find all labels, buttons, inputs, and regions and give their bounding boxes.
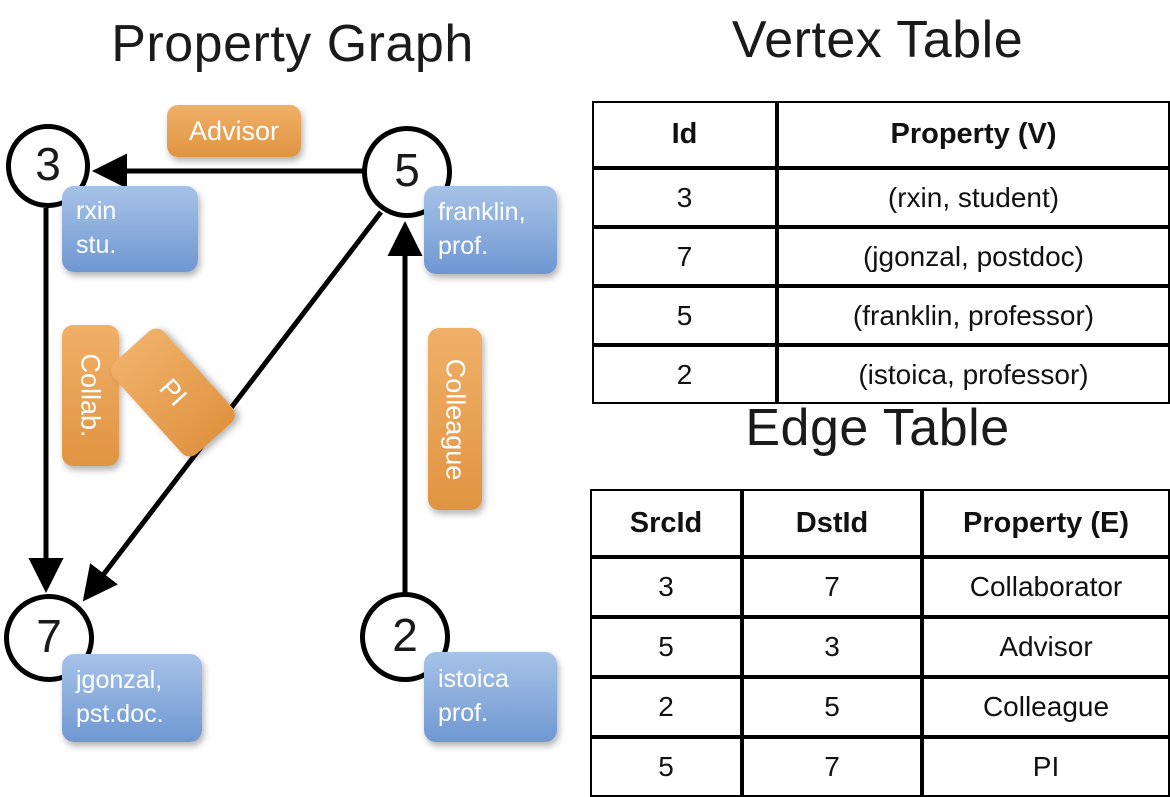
vertex-property-box-3-line1: rxin bbox=[76, 197, 117, 226]
vertex-node-2[interactable]: 2 bbox=[360, 592, 450, 682]
edge-table-cell-property: PI bbox=[922, 737, 1170, 797]
edge-table-cell-dst: 3 bbox=[742, 617, 922, 677]
page-title-property-graph: Property Graph bbox=[111, 15, 474, 73]
table-row: 7 (jgonzal, postdoc) bbox=[592, 227, 1170, 286]
vertex-table-cell-id: 2 bbox=[592, 345, 777, 404]
edge-table-cell-dst: 5 bbox=[742, 677, 922, 737]
table-row: 3 7 Collaborator bbox=[590, 557, 1170, 617]
vertex-property-box-3-line2: stu. bbox=[76, 231, 117, 259]
property-graph-diagram: Advisor Collab. PI Colleague 3 5 7 2 rxi… bbox=[0, 0, 585, 760]
vertex-table-cell-id: 3 bbox=[592, 168, 777, 227]
table-row: 5 3 Advisor bbox=[590, 617, 1170, 677]
edge-table-col-srcid: SrcId bbox=[590, 489, 742, 557]
table-row: 3 (rxin, student) bbox=[592, 168, 1170, 227]
vertex-node-5[interactable]: 5 bbox=[362, 126, 452, 218]
vertex-property-box-7[interactable]: jgonzal, pst.doc. bbox=[62, 654, 202, 742]
vertex-table-cell-property: (istoica, professor) bbox=[777, 345, 1170, 404]
vertex-table: Id Property (V) 3 (rxin, student) 7 (jgo… bbox=[592, 101, 1170, 404]
edge-table-col-dstid: DstId bbox=[742, 489, 922, 557]
edge-label-colleague[interactable]: Colleague bbox=[428, 328, 482, 510]
vertex-property-box-7-line1: jgonzal, bbox=[76, 666, 163, 695]
vertex-node-2-id: 2 bbox=[392, 609, 418, 661]
table-header-row: Id Property (V) bbox=[592, 101, 1170, 168]
edge-table: SrcId DstId Property (E) 3 7 Collaborato… bbox=[590, 489, 1170, 797]
edge-table-cell-src: 2 bbox=[590, 677, 742, 737]
edge-label-colleague-text: Colleague bbox=[440, 358, 471, 480]
vertex-table-col-id: Id bbox=[592, 101, 777, 168]
edge-label-advisor-text: Advisor bbox=[188, 115, 280, 146]
page-title-vertex-table: Vertex Table bbox=[731, 11, 1024, 69]
edge-label-collaborator-text: Collab. bbox=[76, 353, 107, 438]
vertex-table-cell-property: (franklin, professor) bbox=[777, 286, 1170, 345]
table-row: 5 (franklin, professor) bbox=[592, 286, 1170, 345]
edge-table-cell-property: Colleague bbox=[922, 677, 1170, 737]
table-row: 2 (istoica, professor) bbox=[592, 345, 1170, 404]
vertex-property-box-3[interactable]: rxin stu. bbox=[62, 186, 198, 272]
edge-label-advisor[interactable]: Advisor bbox=[167, 105, 301, 157]
vertex-table-col-property: Property (V) bbox=[777, 101, 1170, 168]
vertex-table-cell-id: 7 bbox=[592, 227, 777, 286]
vertex-node-5-id: 5 bbox=[394, 144, 420, 196]
graph-edges-svg bbox=[28, 153, 423, 602]
vertex-property-box-5[interactable]: franklin, prof. bbox=[424, 186, 557, 274]
edge-arrow-5-to-7 bbox=[82, 210, 383, 602]
vertex-table-cell-property: (rxin, student) bbox=[777, 168, 1170, 227]
edge-label-pi-text: PI bbox=[153, 372, 194, 412]
vertex-property-box-2-line2: prof. bbox=[438, 699, 489, 727]
vertex-table-cell-id: 5 bbox=[592, 286, 777, 345]
vertex-node-7-id: 7 bbox=[36, 610, 62, 662]
vertex-property-box-2-line1: istoica bbox=[438, 665, 509, 694]
edge-table-col-property: Property (E) bbox=[922, 489, 1170, 557]
vertex-property-box-2[interactable]: istoica prof. bbox=[424, 652, 557, 742]
vertex-node-3-id: 3 bbox=[35, 138, 61, 190]
edge-table-cell-src: 5 bbox=[590, 617, 742, 677]
table-row: 2 5 Colleague bbox=[590, 677, 1170, 737]
edge-table-cell-property: Collaborator bbox=[922, 557, 1170, 617]
edge-table-cell-property: Advisor bbox=[922, 617, 1170, 677]
table-header-row: SrcId DstId Property (E) bbox=[590, 489, 1170, 557]
edge-table-cell-src: 3 bbox=[590, 557, 742, 617]
vertex-property-box-5-line1: franklin, bbox=[438, 198, 526, 227]
edge-label-collaborator[interactable]: Collab. bbox=[62, 325, 119, 466]
vertex-property-box-5-line2: prof. bbox=[438, 232, 489, 260]
table-row: 5 7 PI bbox=[590, 737, 1170, 797]
edge-table-cell-dst: 7 bbox=[742, 557, 922, 617]
vertex-property-box-7-line2: pst.doc. bbox=[76, 700, 164, 728]
edge-table-cell-dst: 7 bbox=[742, 737, 922, 797]
page-title-edge-table: Edge Table bbox=[745, 399, 1010, 457]
edge-table-cell-src: 5 bbox=[590, 737, 742, 797]
vertex-table-cell-property: (jgonzal, postdoc) bbox=[777, 227, 1170, 286]
